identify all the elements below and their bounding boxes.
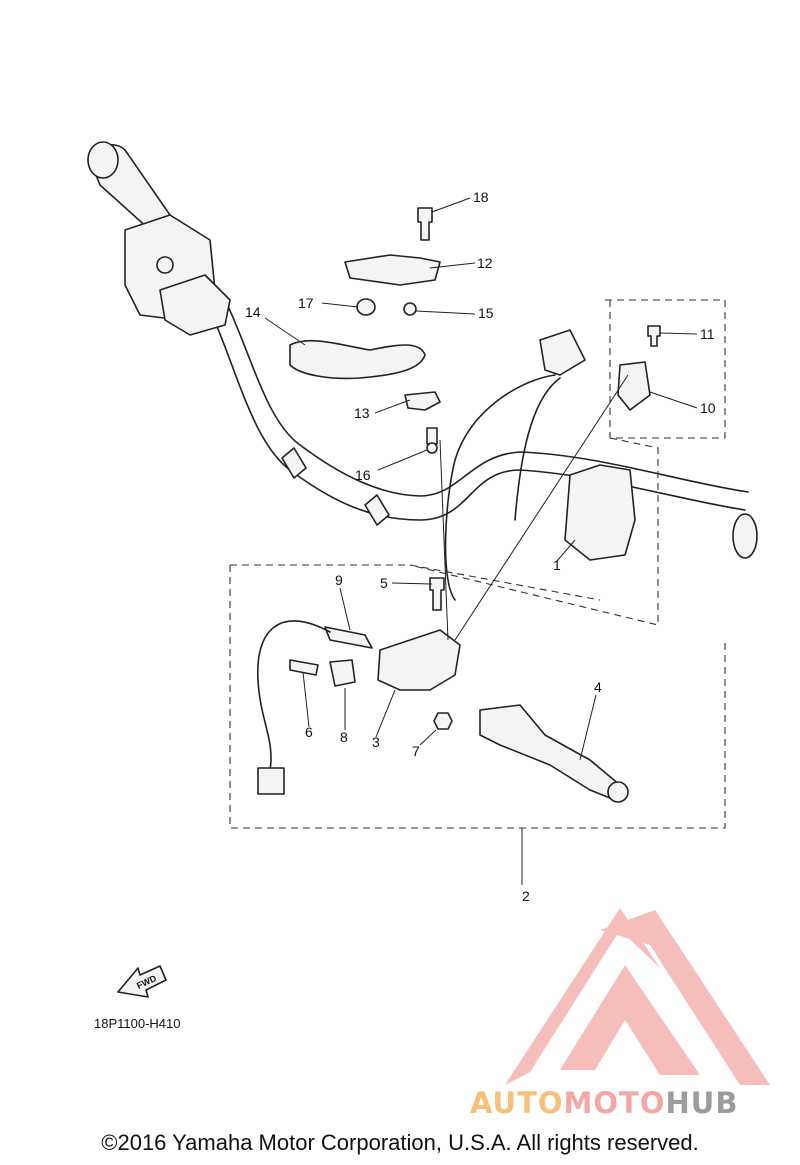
callout-3: 3: [372, 734, 380, 750]
callout-13: 13: [354, 405, 370, 421]
part-9-switch: [324, 626, 373, 649]
callout-1: 1: [553, 557, 561, 573]
callout-9: 9: [335, 572, 343, 588]
part-14-guard: [289, 339, 426, 380]
callout-18: 18: [473, 189, 489, 205]
handlebar: [204, 299, 758, 559]
part-18-bolt: [417, 207, 433, 241]
callout-14: 14: [245, 304, 261, 320]
callout-6: 6: [305, 724, 313, 740]
watermark-logo-icon: [505, 908, 770, 1085]
callout-15: 15: [478, 305, 494, 321]
copyright-notice: ©2016 Yamaha Motor Corporation, U.S.A. A…: [101, 1130, 699, 1155]
drawing-code: 18P1100-H410: [94, 1016, 181, 1031]
callout-5: 5: [380, 575, 388, 591]
callout-8: 8: [340, 729, 348, 745]
part-8-adjuster: [329, 659, 356, 687]
fwd-arrow-icon: FWD: [117, 965, 167, 998]
callout-16: 16: [355, 467, 371, 483]
callout-17: 17: [298, 295, 314, 311]
part-7-nut: [433, 712, 453, 730]
callout-7: 7: [412, 743, 420, 759]
part-13-clamp: [404, 391, 441, 411]
leader-lines: [264, 197, 698, 885]
callout-12: 12: [477, 255, 493, 271]
part-12-bracket: [344, 254, 441, 286]
part-11-screw: [647, 325, 661, 347]
switch-connector: [444, 329, 586, 601]
watermark-moto: MOTO: [563, 1086, 666, 1120]
callout-2: 2: [522, 888, 530, 904]
part-1-switch: [564, 464, 636, 561]
part-6-screw: [289, 659, 319, 676]
part-5-bolt: [429, 577, 445, 611]
callout-4: 4: [594, 679, 602, 695]
callout-11: 11: [700, 326, 715, 342]
part-17-cap: [356, 298, 376, 316]
watermark-brand: AUTOMOTOHUB: [470, 1086, 738, 1120]
master-cylinder: [87, 141, 231, 336]
callout-10: 10: [700, 400, 716, 416]
watermark-auto: AUTO: [470, 1086, 564, 1120]
part-3-holder: [377, 629, 461, 691]
dashed-group-switch: [409, 299, 726, 626]
part-16-bolt: [426, 427, 438, 445]
part-4-lever: [479, 704, 621, 801]
part-10-clamp: [617, 361, 651, 411]
dashed-group-lever: [229, 564, 726, 829]
watermark-hub: HUB: [665, 1086, 739, 1120]
connector-plug: [257, 767, 285, 795]
part-15-screw: [403, 302, 417, 316]
